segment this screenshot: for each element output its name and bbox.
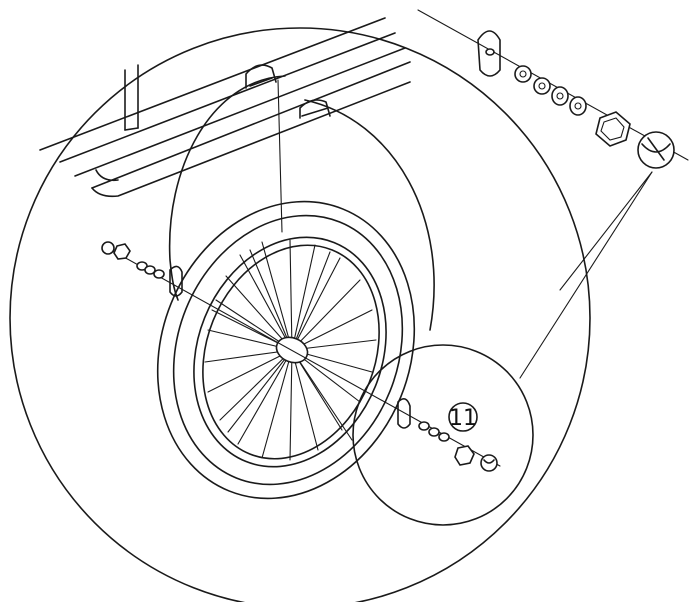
left-hex-nut: [113, 243, 131, 260]
callout-number: 11: [449, 406, 477, 431]
tire-outer: [156, 200, 416, 500]
left-washer-2: [144, 265, 156, 275]
enlarged-washer-4: [569, 96, 587, 116]
enlarged-washer-1: [514, 65, 532, 83]
frame-bracket-right: [299, 99, 331, 119]
enlarged-hardware-stack: [477, 30, 675, 169]
callout-11: 11: [448, 402, 478, 432]
leader-line-detail-2: [559, 171, 653, 291]
fender: [168, 75, 286, 301]
leader-line-detail: [519, 171, 653, 379]
frame-bracket-left: [245, 64, 277, 89]
right-hardware-stack: [397, 398, 498, 472]
enlarged-washer-2: [533, 77, 551, 95]
left-washer-3: [153, 269, 165, 279]
axle-guide-line-upper: [417, 9, 689, 161]
fender-outer: [304, 99, 435, 331]
detail-circle: [352, 344, 534, 526]
right-washer-2: [428, 427, 440, 437]
main-detail-circle: [9, 27, 591, 602]
axle-line: [103, 245, 501, 467]
enlarged-washer-3: [551, 86, 569, 106]
tire-inner: [172, 214, 404, 486]
right-washer-3: [438, 432, 450, 442]
right-washer-1: [418, 421, 430, 431]
left-dropout-bracket: [169, 265, 183, 297]
right-hex-nut: [454, 445, 475, 466]
rim-outer: [193, 236, 387, 468]
enlarged-hex-nut: [595, 111, 631, 147]
wheel: [156, 200, 416, 500]
left-nut-end: [101, 241, 115, 255]
enlarged-dropout-bracket: [477, 30, 501, 77]
trailer-frame: [39, 17, 411, 198]
leader-line-bracket: [277, 79, 283, 233]
left-hardware-stack: [101, 241, 183, 297]
right-dropout-bracket: [397, 398, 411, 429]
